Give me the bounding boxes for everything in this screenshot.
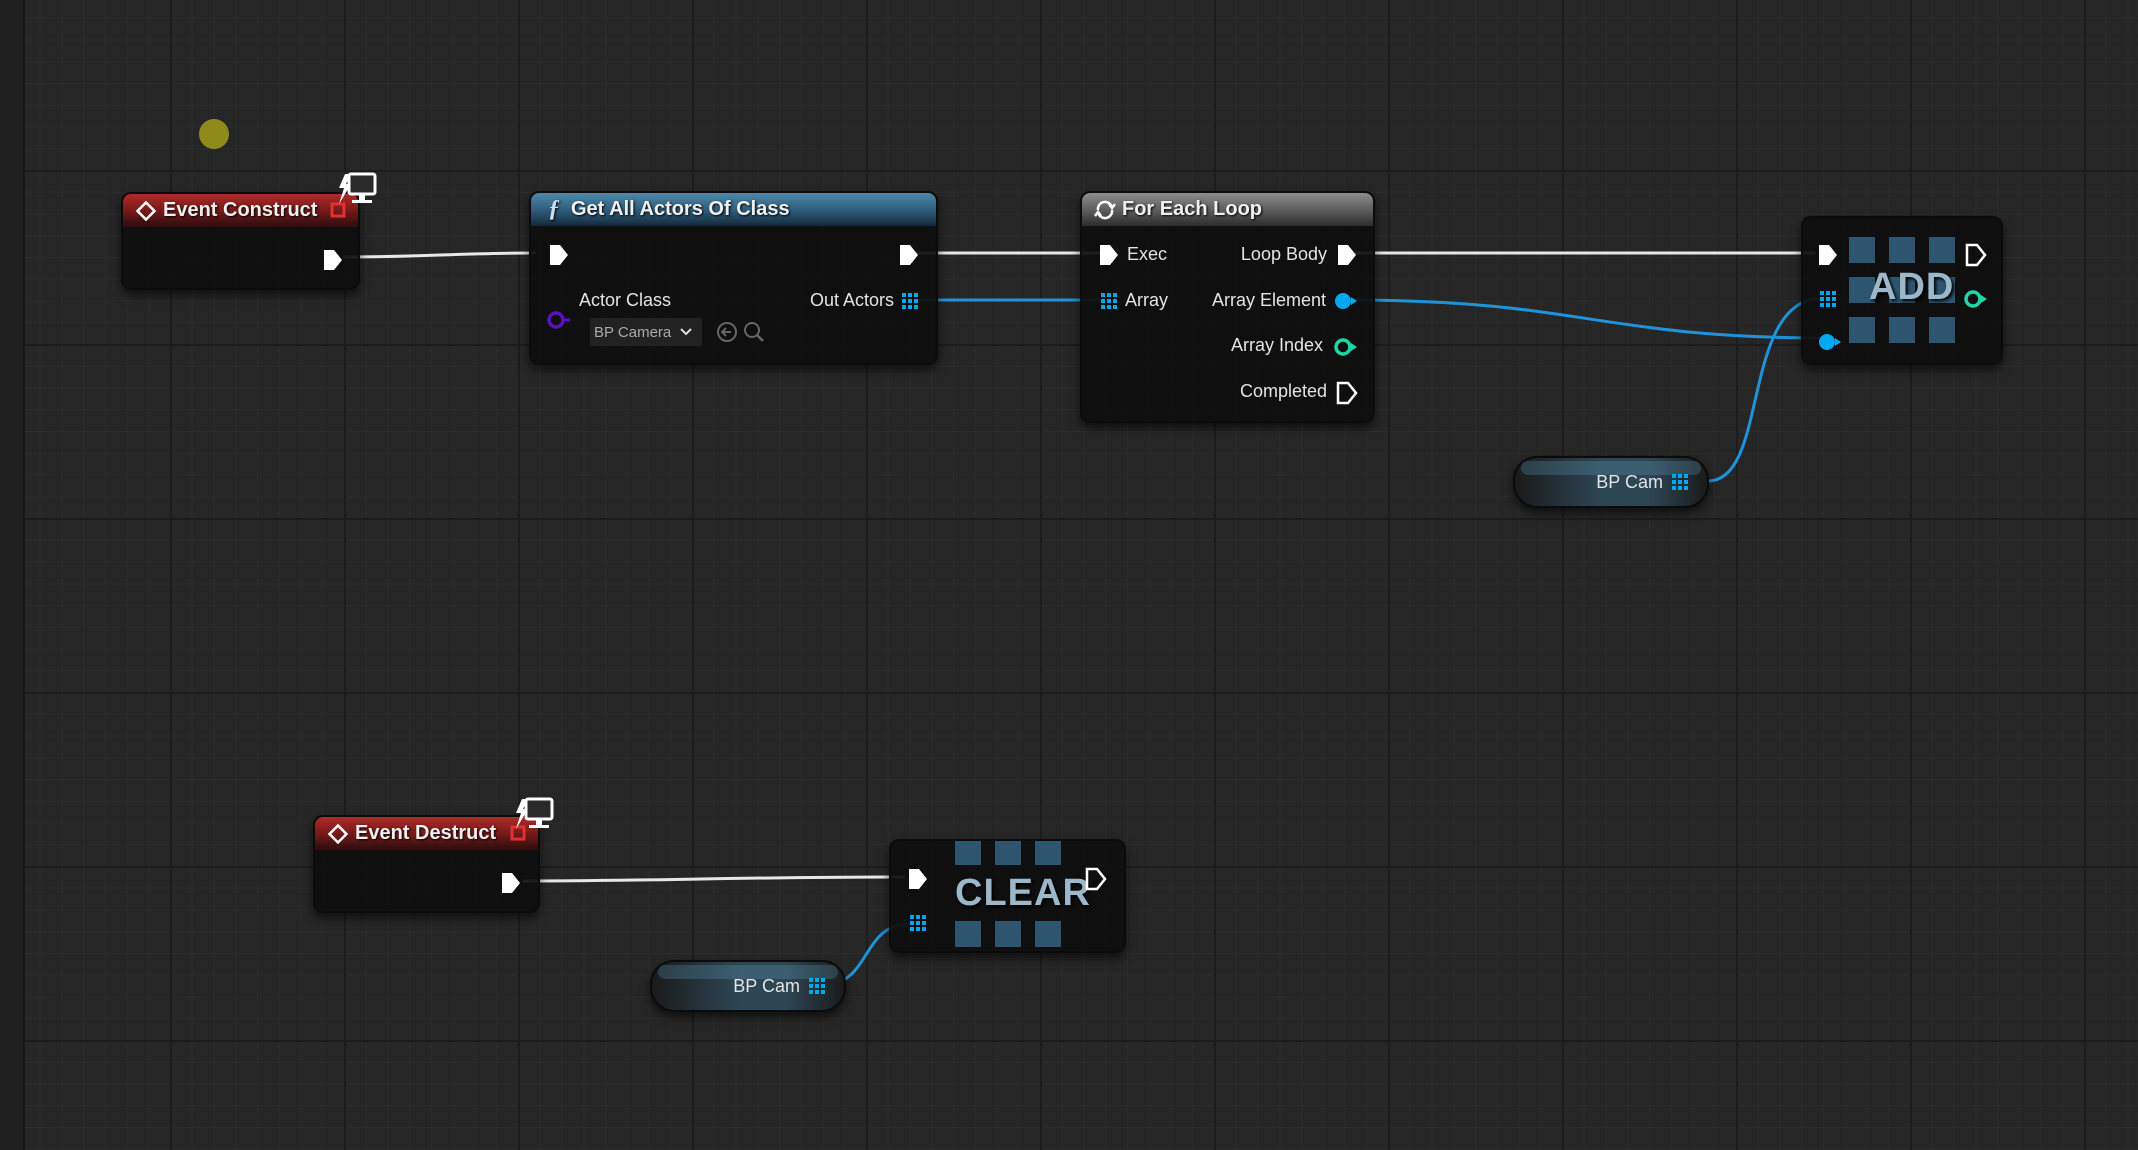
compact-node-decoration [1849,277,1875,303]
object-wire-element-to-add [1349,298,1829,340]
compact-node-decoration [1889,237,1915,263]
exec-output-pin[interactable] [500,871,522,895]
comment-bubble-icon[interactable] [199,119,229,149]
array-element-label: Array Element [1211,290,1326,310]
function-f-icon: ƒ [548,196,560,222]
loop-body-label: Loop Body [1240,244,1327,264]
red-replication-pin[interactable] [330,202,346,218]
browse-search-icon[interactable] [742,320,766,344]
bp-cam-variable-getter[interactable]: BP Cam [650,960,846,1012]
exec-label: Exec [1127,244,1168,264]
exec-input-pin[interactable] [1817,243,1839,267]
class-input-pin[interactable] [546,309,572,331]
event-destruct-header[interactable]: Event Destruct [315,817,538,850]
exec-input-pin[interactable] [1098,243,1120,267]
exec-wire-destruct-to-clear [522,875,906,883]
array-output-pin[interactable] [808,977,826,995]
array-index-label: Array Index [1230,335,1323,355]
event-diamond-icon [325,821,351,847]
array-add-node[interactable]: ADD [1801,216,2003,365]
exec-output-pin[interactable] [1965,243,1987,267]
event-diamond-icon [133,198,159,224]
compact-node-decoration [955,841,981,865]
compact-node-decoration [955,921,981,947]
out-actors-label: Out Actors [810,290,895,310]
compact-node-decoration [1929,237,1955,263]
array-index-output-pin[interactable] [1333,336,1359,358]
compact-node-decoration [1889,317,1915,343]
array-input-pin[interactable] [1100,292,1118,310]
compact-node-decoration [1929,277,1955,303]
array-clear-node[interactable]: CLEAR [889,839,1126,953]
completed-exec-output-pin[interactable] [1336,381,1358,405]
compact-node-decoration [1849,317,1875,343]
get-all-actors-of-class-node[interactable]: ƒ Get All Actors Of Class Actor Class BP… [529,191,938,365]
actor-class-label: Actor Class [579,290,672,310]
array-label: Array [1125,290,1169,310]
variable-label: BP Cam [733,976,800,996]
network-monitor-icon [516,797,554,829]
bp-cam-variable-getter[interactable]: BP Cam [1513,456,1709,508]
exec-output-pin[interactable] [898,243,920,267]
actor-class-value: BP Camera [594,323,672,341]
compact-node-title: ADD [1869,266,1955,308]
for-each-loop-node[interactable]: For Each Loop Exec Array Loop Body Array… [1080,191,1375,423]
get-all-actors-header[interactable]: ƒ Get All Actors Of Class [531,193,936,226]
event-destruct-node[interactable]: Event Destruct [313,815,540,913]
compact-node-decoration [995,841,1021,865]
array-element-output-pin[interactable] [1333,290,1359,312]
exec-input-pin[interactable] [907,867,929,891]
exec-output-pin[interactable] [322,248,344,272]
node-title: Event Construct [163,199,318,221]
node-title: Event Destruct [355,822,497,844]
variable-label: BP Cam [1596,472,1663,492]
compact-node-decoration [1929,317,1955,343]
array-output-pin[interactable] [901,292,919,310]
compact-node-title: CLEAR [955,872,1091,914]
graph-left-edge [0,0,25,1150]
for-each-loop-header[interactable]: For Each Loop [1082,193,1373,226]
item-input-pin[interactable] [1817,331,1843,353]
node-title: Get All Actors Of Class [571,198,790,220]
actor-class-dropdown[interactable]: BP Camera [589,317,703,347]
compact-node-decoration [1849,237,1875,263]
array-output-pin[interactable] [1671,473,1689,491]
completed-label: Completed [1239,381,1327,401]
exec-wire-construct-to-getall [342,251,537,259]
index-output-pin[interactable] [1963,288,1989,310]
exec-output-pin[interactable] [1085,867,1107,891]
network-monitor-icon [339,172,377,204]
node-title: For Each Loop [1122,198,1262,220]
array-input-pin[interactable] [909,914,927,932]
loop-arrows-icon [1092,197,1118,223]
compact-node-decoration [1889,277,1915,303]
array-input-pin[interactable] [1819,290,1837,308]
event-construct-node[interactable]: Event Construct [121,192,360,290]
exec-input-pin[interactable] [548,243,570,267]
compact-node-decoration [1035,921,1061,947]
compact-node-decoration [1035,841,1061,865]
event-construct-header[interactable]: Event Construct [123,194,358,227]
use-selected-asset-icon[interactable] [715,320,739,344]
red-replication-pin[interactable] [510,825,526,841]
chevron-down-icon [680,328,692,336]
compact-node-decoration [995,921,1021,947]
loop-body-exec-output-pin[interactable] [1336,243,1358,267]
